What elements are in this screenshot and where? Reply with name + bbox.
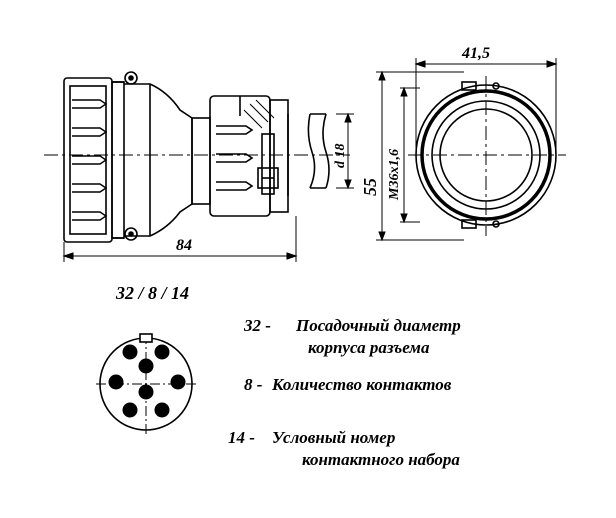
- connector-body: [124, 83, 211, 237]
- cable-diameter-value: d 18: [333, 144, 348, 169]
- length-value: 84: [176, 237, 192, 254]
- legend-2-line1: Количество контактов: [272, 375, 452, 394]
- code-label: 32 / 8 / 14: [116, 283, 190, 303]
- thread-value: M36x1,6: [387, 149, 402, 201]
- mounting-lug-bottom: [124, 227, 138, 241]
- cable-diameter-dimension: [336, 112, 354, 190]
- legend-1-num: 32 -: [244, 316, 271, 335]
- thread-dimension: [400, 86, 420, 224]
- height-dimension: [376, 70, 464, 242]
- cable: [307, 113, 330, 189]
- cable-gland: [209, 95, 289, 217]
- legend-1-line2: корпуса разъема: [308, 338, 430, 357]
- legend-3-line2: контактного набора: [302, 450, 460, 469]
- section-hatch: [243, 99, 275, 129]
- length-dimension: [62, 216, 298, 262]
- mounting-lug-top: [124, 71, 138, 85]
- legend-1-line1: Посадочный диаметр: [296, 316, 461, 335]
- width-dimension: [414, 58, 558, 150]
- legend-3-num: 14 -: [228, 428, 255, 447]
- width-value: 41,5: [461, 45, 490, 62]
- contact-pins: [108, 344, 186, 418]
- legend-2-num: 8 -: [244, 375, 263, 394]
- coupling-nut: [63, 77, 125, 243]
- height-value: 55: [360, 178, 380, 196]
- legend-3-line1: Условный номер: [272, 428, 396, 447]
- nut-knurl-grooves: [72, 99, 108, 221]
